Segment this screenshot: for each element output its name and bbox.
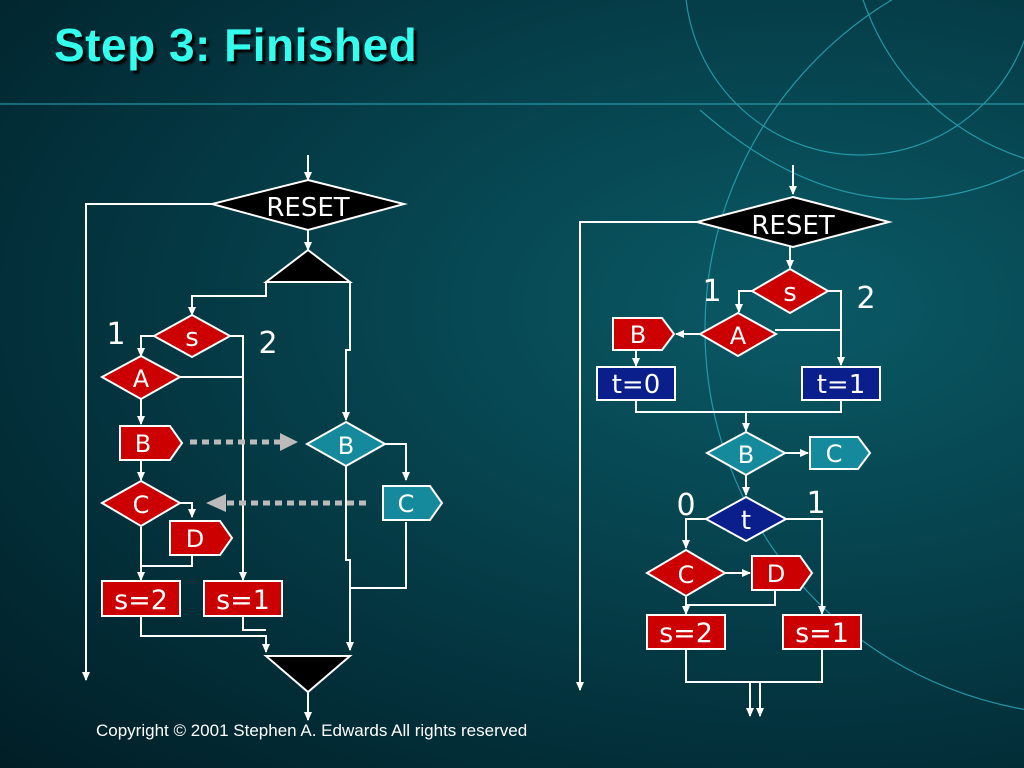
- t-label: t: [741, 506, 751, 536]
- t0-assign-label: t=0: [612, 370, 661, 400]
- s2-assign-label: s=2: [114, 585, 168, 616]
- c-test-label: C: [133, 491, 150, 519]
- t1-assign-box: [801, 366, 881, 401]
- s1-assign-box: [203, 580, 283, 617]
- b-test-decision: [304, 420, 388, 468]
- background-decoration: [0, 0, 1024, 710]
- a-decision: [697, 311, 779, 358]
- branch-label-1: 1: [702, 274, 721, 309]
- branch-label-1: 1: [106, 317, 125, 352]
- copyright-footer: Copyright © 2001 Stephen A. Edwards All …: [96, 721, 528, 740]
- left-connectors: [82, 155, 410, 721]
- t1-assign-label: t=1: [817, 370, 866, 400]
- branch-label-2: 2: [856, 281, 875, 316]
- background-arc: [862, 0, 1024, 159]
- s-decision: [151, 313, 233, 359]
- reset-label: RESET: [266, 193, 349, 223]
- d-emit-node: [751, 555, 814, 591]
- b-test-label: B: [338, 432, 354, 460]
- slide-title: Step 3: Finished: [54, 19, 418, 71]
- branch-label-t1: 1: [806, 486, 825, 521]
- s1-assign-box: [782, 614, 862, 650]
- right-connectors: [576, 165, 845, 717]
- s-label: s: [185, 323, 199, 353]
- join-triangle: [263, 655, 353, 694]
- s2-assign-box: [101, 580, 181, 617]
- left-flowchart: RESET s 1 2 A B B C C D s=2 s=1: [82, 155, 444, 721]
- background-arc: [685, 0, 1024, 156]
- d-emit-label: D: [767, 560, 785, 588]
- b-emit-label: B: [135, 430, 151, 458]
- fork-triangle: [263, 248, 353, 283]
- c-test-label: C: [678, 561, 695, 589]
- dotted-arrow-c-to-c: [206, 494, 366, 512]
- d-emit-label: D: [186, 525, 204, 553]
- branch-label-0: 0: [676, 488, 695, 523]
- c-emit-label: C: [398, 490, 415, 518]
- c-emit-node: [809, 436, 872, 470]
- branch-label-2: 2: [258, 326, 277, 361]
- s-label: s: [783, 278, 797, 308]
- reset-decision: [208, 178, 408, 232]
- dotted-arrow-b-to-b: [190, 433, 298, 451]
- background-arc: [699, 109, 1024, 200]
- b-emit-node: [612, 317, 676, 351]
- c-emit-node: [382, 485, 444, 521]
- s1-assign-label: s=1: [795, 618, 849, 649]
- s2-assign-label: s=2: [659, 618, 713, 649]
- c-test-decision: [99, 479, 183, 528]
- t0-assign-box: [596, 366, 676, 401]
- b-emit-label: B: [630, 321, 646, 349]
- s-decision: [750, 267, 830, 315]
- right-flowchart: RESET s 1 2 A B t=0 t=1 B C t 0 1 C D: [576, 165, 893, 717]
- d-emit-node: [169, 520, 234, 556]
- a-decision: [99, 354, 183, 401]
- reset-decision: [693, 195, 893, 249]
- b-emit-node: [119, 425, 184, 461]
- background-arc: [704, 0, 1024, 710]
- s1-assign-label: s=1: [216, 585, 270, 616]
- b-test-label: B: [738, 441, 754, 469]
- t-decision: [703, 495, 789, 543]
- b-test-decision: [704, 430, 788, 477]
- a-label: A: [133, 365, 150, 393]
- c-test-decision: [645, 548, 727, 598]
- s2-assign-box: [646, 614, 726, 650]
- a-label: A: [730, 322, 747, 350]
- c-emit-label: C: [826, 440, 843, 468]
- reset-label: RESET: [751, 211, 834, 241]
